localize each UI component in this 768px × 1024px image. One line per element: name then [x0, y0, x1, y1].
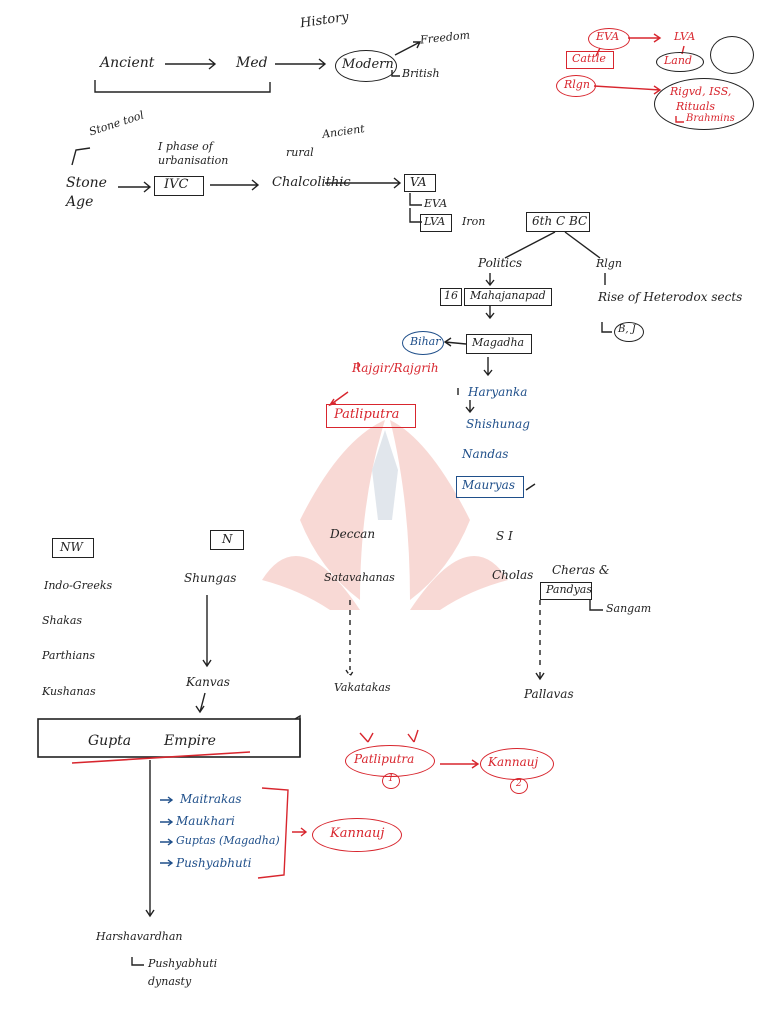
patliputra-box: [326, 404, 416, 428]
label-rlgn-2: Rlgn: [596, 257, 622, 270]
label-n: N: [222, 532, 233, 546]
label-nw: NW: [60, 540, 83, 554]
label-satavahanas: Satavahanas: [324, 571, 395, 584]
label-rajgir: Rajgir/Rajgrih: [352, 361, 439, 375]
label-med: Med: [236, 55, 268, 71]
label-sangam: Sangam: [606, 602, 652, 615]
label-eva-2: EVA: [424, 197, 448, 210]
rituals-ellipse: [654, 78, 754, 130]
label-pandyas: Pandyas: [546, 583, 593, 596]
label-stone-age: Stone Age: [66, 175, 107, 210]
sixteen-box: [440, 288, 462, 306]
label-cholas: Cholas: [492, 568, 534, 582]
label-mauryas: Mauryas: [462, 478, 515, 492]
label-mahajanapad: Mahajanapad: [470, 289, 546, 302]
label-rural: rural: [286, 146, 314, 159]
bihar-ellipse: [402, 331, 444, 355]
label-haryanka: Haryanka: [468, 385, 528, 399]
num1-circle: [382, 773, 400, 789]
mauryas-box: [456, 476, 524, 498]
label-chalcolithic: Chalcolithic: [272, 175, 351, 190]
label-british: British: [402, 67, 440, 80]
label-brahmins: Brahmins: [686, 113, 735, 124]
label-kannauj-2: Kannauj: [330, 826, 385, 841]
label-empire: Empire: [164, 733, 216, 749]
label-num2: 2: [516, 779, 522, 789]
label-ivc: IVC: [164, 177, 189, 192]
rlgn-ellipse: [556, 75, 596, 97]
label-maitrakas: Maitrakas: [180, 792, 242, 806]
label-cheras: Cheras &: [552, 563, 610, 577]
kannauj-ellipse-2: [312, 818, 402, 852]
label-si: S I: [496, 529, 513, 543]
label-gupta-patliputra: Patliputra: [354, 752, 415, 766]
label-eva: EVA: [596, 30, 620, 43]
lva-ellipse: [710, 36, 754, 74]
mahajanapad-box: [464, 288, 552, 306]
label-sixth-c-bc: 6th C BC: [532, 214, 588, 228]
label-bihar: Bihar: [410, 335, 441, 348]
label-nandas: Nandas: [462, 447, 509, 461]
label-guptas-magadha: Guptas (Magadha): [176, 834, 280, 847]
label-maukhari: Maukhari: [176, 814, 235, 828]
land-ellipse: [656, 52, 704, 72]
num2-circle: [510, 778, 528, 794]
label-harshavardhan: Harshavardhan: [96, 930, 183, 943]
label-magadha: Magadha: [472, 336, 525, 349]
label-phase-urbanisation: I phase of urbanisation: [158, 140, 229, 167]
label-pallavas: Pallavas: [524, 687, 574, 701]
label-shishunag: Shishunag: [466, 417, 530, 431]
lva-box: [420, 214, 452, 232]
label-lva-2: LVA: [424, 215, 446, 228]
label-heterodox: Rise of Heterodox sects: [598, 290, 743, 304]
va-box: [404, 174, 436, 192]
n-box: [210, 530, 244, 550]
magadha-box: [466, 334, 532, 354]
label-rigvd: Rigvd, ISS,: [670, 85, 732, 98]
label-kannauj: Kannauj: [488, 755, 539, 769]
modern-ellipse: [335, 50, 397, 82]
label-modern: Modern: [342, 57, 394, 72]
label-iron: Iron: [462, 215, 486, 228]
cattle-box: [566, 51, 614, 69]
label-patliputra: Patliputra: [334, 407, 400, 422]
sixth-c-bc-box: [526, 212, 590, 232]
label-vakatakas: Vakatakas: [334, 681, 391, 694]
label-bj: B, J: [618, 324, 636, 335]
pandyas-box: [540, 582, 592, 600]
label-num1: 1: [388, 774, 394, 784]
bj-ellipse: [614, 322, 644, 342]
label-deccan: Deccan: [330, 527, 376, 541]
ivc-box: [154, 176, 204, 196]
label-cattle: Cattle: [572, 52, 606, 65]
label-kanvas: Kanvas: [186, 675, 230, 689]
label-lva: LVA: [674, 30, 696, 43]
eva-ellipse: [588, 28, 630, 50]
label-gupta: Gupta: [88, 733, 132, 749]
label-ancient: Ancient: [100, 55, 155, 71]
label-va: VA: [410, 175, 427, 189]
label-politics: Politics: [478, 256, 523, 270]
label-shakas: Shakas: [42, 614, 83, 627]
label-rituals: Rituals: [676, 100, 716, 113]
label-sixteen: 16: [444, 289, 458, 302]
label-parthians: Parthians: [42, 649, 96, 662]
label-pushyabhuti-dynasty: Pushyabhuti dynasty: [148, 957, 218, 988]
label-rlgn: Rlgn: [564, 78, 590, 91]
label-pushyabhuti: Pushyabhuti: [176, 856, 252, 870]
label-shungas: Shungas: [184, 571, 237, 585]
label-indo-greeks: Indo-Greeks: [44, 579, 113, 592]
label-kushanas: Kushanas: [42, 685, 96, 698]
label-land: Land: [664, 54, 692, 67]
nw-box: [52, 538, 94, 558]
